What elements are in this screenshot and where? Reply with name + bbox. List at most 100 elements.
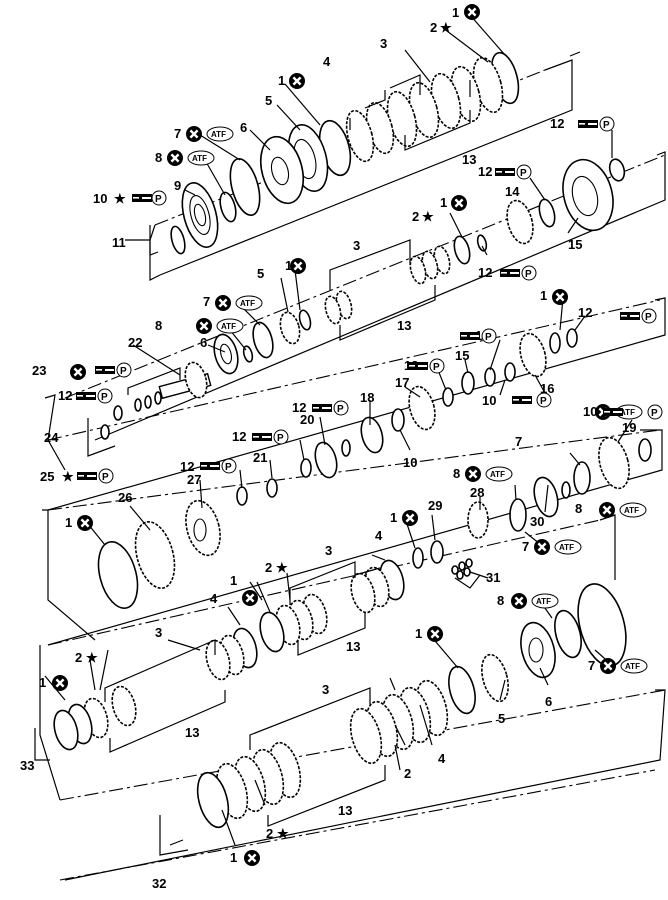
circle-x-icon (532, 537, 552, 557)
callout-number: 1 (230, 573, 237, 588)
grease-label: P (500, 265, 537, 281)
circle-x-icon (462, 2, 482, 22)
svg-text:P: P (101, 392, 108, 403)
callout-number: 2 (266, 826, 273, 841)
grease-tube-icon (76, 392, 96, 400)
circle-x-icon (509, 591, 529, 611)
circle-x-icon (598, 656, 618, 676)
grease-tube-icon (512, 396, 532, 404)
washer-part (154, 391, 162, 405)
circle-x-icon (50, 673, 70, 693)
washer-part (100, 424, 110, 440)
grease-label: P (200, 458, 237, 474)
clutch-disc-part (324, 295, 342, 325)
clutch-disc-part (349, 707, 383, 765)
callout-number: 1 (540, 288, 547, 303)
circle-x-icon (213, 293, 233, 313)
svg-text:P: P (155, 194, 162, 205)
callout-number: 12 (232, 429, 246, 444)
svg-text:ATF: ATF (192, 154, 207, 163)
circle-x-icon (463, 464, 483, 484)
callout-number: 9 (174, 178, 181, 193)
svg-text:ATF: ATF (536, 597, 551, 606)
callout-number: 29 (428, 498, 442, 513)
callout-number: 4 (323, 54, 331, 69)
clutch-disc-part (134, 521, 176, 589)
grease-tube-icon (603, 408, 623, 416)
callout-number: 5 (257, 266, 264, 281)
callout-number: 31 (486, 570, 500, 585)
callout-number: 11 (112, 235, 126, 250)
row1-parts (170, 51, 520, 255)
snap-ring-part (549, 332, 561, 354)
grease-tube-icon (495, 168, 515, 176)
washer-part (170, 225, 186, 255)
grease-label: P (408, 358, 445, 374)
callout-number: 8 (155, 318, 162, 333)
callout-number: 12 (478, 265, 492, 280)
callout-number: 8 (575, 501, 582, 516)
springs-part (451, 558, 473, 580)
washer-part (113, 405, 123, 421)
circle-x-icon (75, 513, 95, 533)
callout-number: 13 (338, 803, 352, 818)
grease-tube-icon (408, 362, 428, 370)
grease-tube-icon (460, 332, 480, 340)
svg-text:P: P (645, 312, 652, 323)
callout-number: 19 (622, 420, 636, 435)
washer-part (236, 486, 248, 506)
washer-part (266, 478, 278, 498)
grease-label: P (312, 400, 349, 416)
callout-number: 2 (430, 20, 437, 35)
svg-text:P: P (651, 408, 658, 419)
washer-part (476, 234, 488, 252)
callout-number: 1 (415, 626, 422, 641)
washer-part (608, 158, 626, 182)
callout-number: 1 (278, 73, 285, 88)
callout-number: 12 (478, 164, 492, 179)
callout-number: 10 (583, 404, 597, 419)
atf-oval: ATF (531, 593, 559, 609)
callout-number: 26 (118, 490, 132, 505)
svg-text:P: P (540, 396, 547, 407)
grease-label: P (512, 392, 552, 408)
circle-x-icon (597, 500, 617, 520)
grease-label: P (460, 328, 497, 344)
snap-ring-part (97, 541, 139, 609)
gear-part (408, 385, 436, 431)
svg-text:ATF: ATF (625, 662, 640, 671)
callout-number: 15 (568, 237, 582, 252)
callout-number: 8 (497, 593, 504, 608)
svg-text:ATF: ATF (211, 130, 226, 139)
snap-ring-part (196, 771, 230, 829)
seal-part (554, 609, 582, 659)
atf-oval: ATF (216, 318, 244, 334)
circle-x-icon (400, 508, 420, 528)
grease-tube-icon (312, 404, 332, 412)
callout-number: 33 (20, 758, 34, 773)
star-icon: ★ (62, 469, 74, 484)
callout-number: 13 (346, 639, 360, 654)
callout-number: 4 (210, 591, 218, 606)
atf-oval: ATF (619, 502, 647, 518)
washer-part (341, 439, 351, 457)
atf-oval: ATF (620, 658, 648, 674)
callout-number: 32 (152, 876, 166, 891)
callout-number: 3 (322, 682, 329, 697)
star-icon: ★ (114, 191, 126, 206)
grease-tube-icon (578, 120, 598, 128)
retainer-part (481, 653, 509, 703)
seal-part (252, 321, 274, 359)
circle-x-icon (449, 193, 469, 213)
frame-lines (39, 59, 666, 881)
svg-text:ATF: ATF (221, 322, 236, 331)
callout-number: 23 (32, 363, 46, 378)
washer-part (442, 387, 454, 407)
callout-number: 22 (128, 335, 142, 350)
star-icon: ★ (276, 560, 288, 575)
callout-number: 24 (44, 430, 59, 445)
grease-tube-icon (95, 366, 115, 374)
row3-parts (97, 328, 652, 609)
